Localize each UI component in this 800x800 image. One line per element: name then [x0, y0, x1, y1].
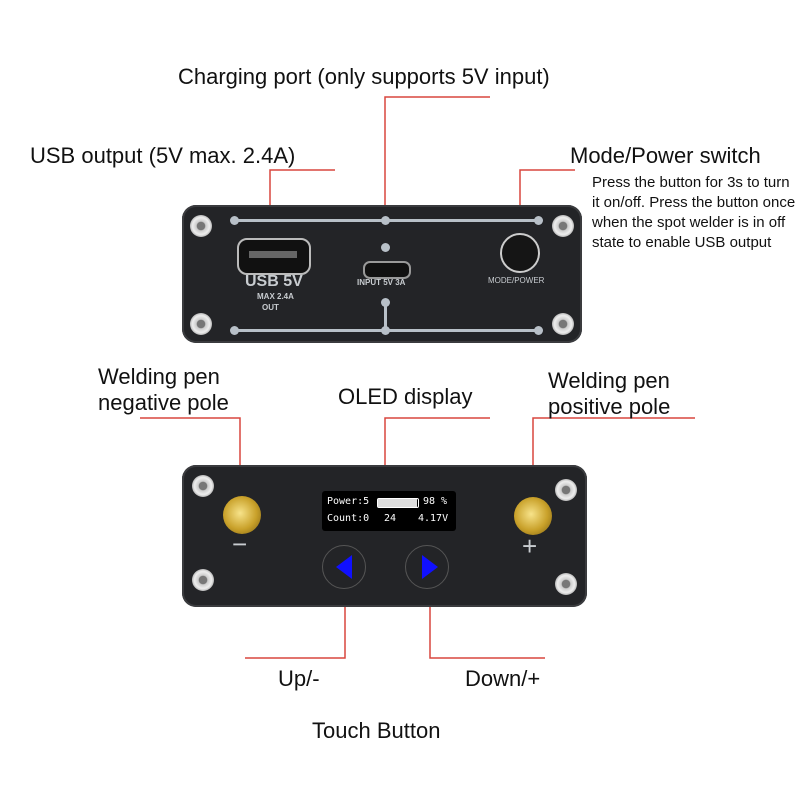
usb-max: MAX 2.4A [257, 292, 294, 301]
oled-power: Power:5 [327, 496, 370, 507]
screw-icon [552, 215, 574, 237]
battery-bar [377, 498, 419, 508]
side-panel: USB 5V MAX 2.4A OUT INPUT 5V 3A MODE/POW… [182, 205, 582, 343]
charging-port-label: Charging port (only supports 5V input) [178, 64, 550, 89]
up-label: Up/- [278, 666, 320, 691]
usb-output-label: USB output (5V max. 2.4A) [30, 143, 296, 168]
screw-icon [555, 573, 577, 595]
screw-icon [555, 479, 577, 501]
leader-oled [384, 417, 490, 478]
up-touch-button[interactable] [322, 545, 366, 589]
screw-icon [552, 313, 574, 335]
touch-button-label: Touch Button [312, 718, 441, 743]
positive-terminal[interactable] [514, 497, 552, 535]
plus-sign: + [522, 531, 538, 561]
usb-title: USB 5V [245, 273, 303, 290]
front-panel: − + Power:5 98 % Count:0 24 4.17V [182, 465, 587, 607]
oled-voltage: 4.17V [418, 513, 449, 524]
mode-switch-description: Press the button for 3s to turn it on/of… [592, 174, 796, 251]
usb-out: OUT [262, 303, 279, 312]
negative-terminal[interactable] [223, 496, 261, 534]
mode-label: MODE/POWER [488, 276, 545, 285]
right-arrow-icon [422, 555, 438, 579]
usb-c-port[interactable] [363, 261, 411, 279]
mode-power-button[interactable] [500, 233, 540, 273]
usb-a-port[interactable] [237, 238, 311, 275]
mode-switch-label: Mode/Power switch [570, 143, 761, 168]
oled-label: OLED display [338, 384, 473, 409]
input-label: INPUT 5V 3A [357, 278, 406, 287]
screw-icon [192, 569, 214, 591]
down-touch-button[interactable] [405, 545, 449, 589]
screw-icon [190, 215, 212, 237]
minus-sign: − [232, 529, 248, 559]
screw-icon [190, 313, 212, 335]
oled-battery: 98 % [423, 496, 448, 507]
oled-temp: 24 [384, 513, 397, 524]
screw-icon [192, 475, 214, 497]
oled-screen: Power:5 98 % Count:0 24 4.17V [322, 491, 456, 531]
oled-count: Count:0 [327, 513, 370, 524]
left-arrow-icon [336, 555, 352, 579]
down-label: Down/+ [465, 666, 541, 691]
